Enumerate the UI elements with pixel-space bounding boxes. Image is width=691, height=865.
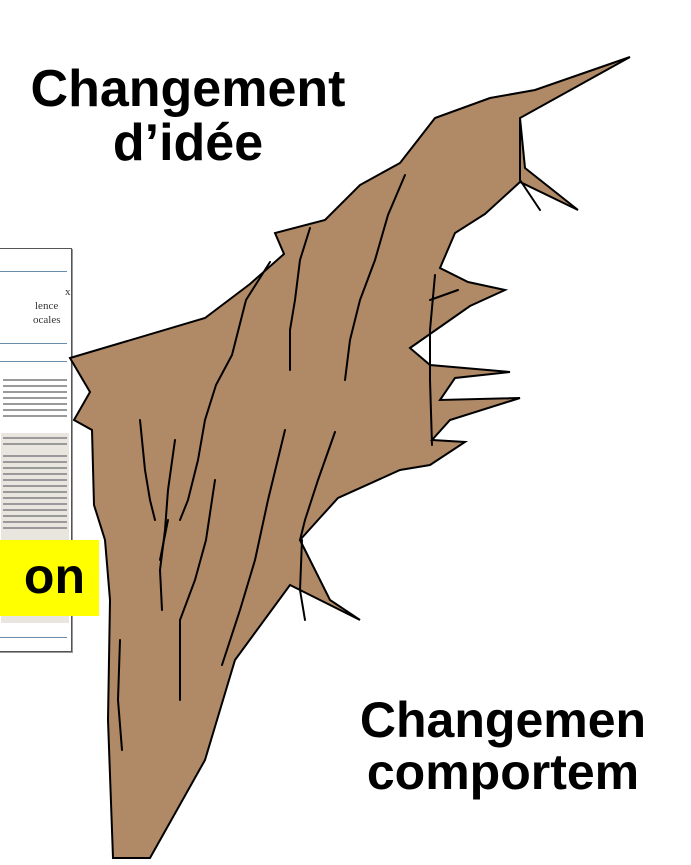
crack-line	[298, 539, 306, 621]
doc-text-line	[3, 515, 67, 517]
doc-rule-top	[0, 271, 67, 272]
crack-line	[429, 289, 459, 301]
heading-top-line2: d’idée	[112, 114, 264, 172]
doc-text-line	[3, 509, 67, 511]
doc-text-line	[3, 491, 67, 493]
crack-line	[289, 227, 311, 371]
doc-text-line	[3, 521, 67, 523]
doc-text-line	[3, 479, 67, 481]
doc-text-line	[3, 473, 67, 475]
doc-text-line	[3, 497, 67, 499]
doc-text-line	[3, 379, 67, 381]
doc-text-line	[3, 455, 67, 457]
heading-top: Changement d’idée	[0, 62, 388, 170]
doc-text-line	[3, 391, 67, 393]
crack-line	[179, 261, 271, 521]
doc-rule-bottom	[0, 637, 67, 638]
highlight-label-text: on	[23, 548, 85, 604]
crack-line	[116, 639, 123, 751]
doc-rule-mid2	[0, 361, 67, 362]
crack-line	[299, 431, 336, 541]
crack-line	[139, 419, 156, 521]
doc-text-line	[3, 527, 67, 529]
crack-lines	[116, 119, 541, 751]
doc-rule-mid	[0, 343, 67, 344]
doc-text-line	[3, 503, 67, 505]
heading-bottom-line1: Changemen	[359, 692, 647, 748]
doc-text-line	[3, 409, 67, 411]
crack-line	[519, 119, 541, 211]
heading-bottom: Changemen comportem	[273, 694, 691, 798]
doc-text-line	[3, 461, 67, 463]
crack-line	[429, 274, 436, 446]
doc-text-line	[3, 467, 67, 469]
crack-line	[159, 519, 169, 561]
doc-text-line	[3, 415, 67, 417]
highlight-label: on	[0, 540, 99, 616]
doc-title-line3: ocales	[33, 314, 61, 326]
crack-line	[221, 429, 286, 666]
doc-text-line	[3, 485, 67, 487]
doc-text-line	[3, 403, 67, 405]
crack-line	[344, 174, 406, 381]
heading-top-line1: Changement	[30, 60, 346, 118]
doc-title-line1: x	[65, 286, 71, 298]
doc-text-line	[3, 385, 67, 387]
doc-title-line2: lence	[35, 300, 59, 312]
crack-line	[179, 479, 216, 701]
heading-bottom-line2: comportem	[366, 744, 640, 800]
doc-text-line	[3, 443, 67, 445]
doc-text-line	[3, 397, 67, 399]
crack-shape	[68, 56, 631, 859]
doc-text-line	[3, 437, 67, 439]
